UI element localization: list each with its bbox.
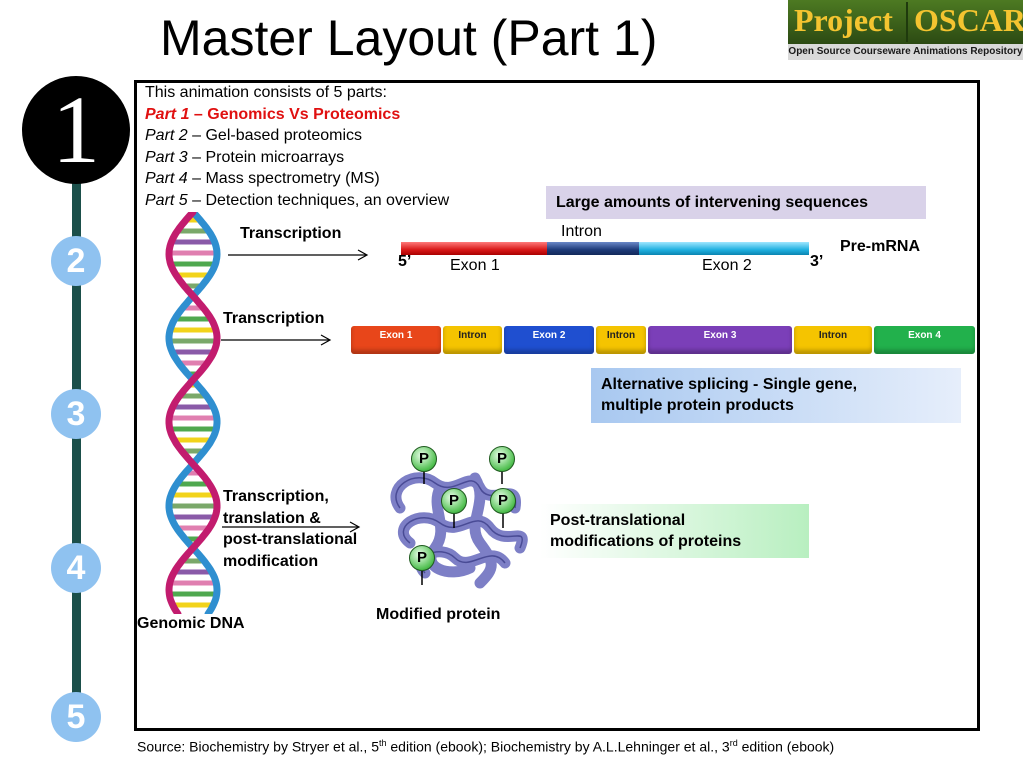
- dna-base-pair: [176, 481, 210, 487]
- parts-item-3[interactable]: Part 3 – Protein microarrays: [145, 148, 345, 166]
- intron-block-2: Intron: [443, 326, 502, 354]
- dna-base-pair: [172, 349, 214, 355]
- dna-base-pair: [185, 470, 201, 476]
- five-prime-label: 5’: [398, 253, 412, 270]
- dna-base-pair: [181, 448, 205, 454]
- dna-base-pair: [169, 426, 217, 432]
- intron-block-6: Intron: [794, 326, 872, 354]
- dna-helix-graphic: [165, 212, 221, 614]
- phospho-group-4: P: [490, 488, 516, 514]
- logo-subtitle: Open Source Courseware Animations Reposi…: [788, 44, 1023, 60]
- parts-intro: This animation consists of 5 parts:: [145, 84, 387, 101]
- project-oscar-logo[interactable]: Project OSCAR Open Source Courseware Ani…: [788, 0, 1023, 60]
- exon-block-1: Exon 1: [351, 326, 441, 354]
- parts-list: This animation consists of 5 parts: Part…: [145, 82, 449, 211]
- dna-base-pair: [169, 415, 217, 421]
- dna-base-pair: [172, 602, 214, 608]
- step-2-button[interactable]: 2: [51, 236, 101, 286]
- step-4-button[interactable]: 4: [51, 543, 101, 593]
- phospho-group-3: P: [441, 488, 467, 514]
- arrow-1: [228, 249, 369, 261]
- dna-base-pair: [178, 360, 208, 366]
- dna-base-pair: [174, 316, 212, 322]
- dna-base-pair: [169, 591, 217, 597]
- exon-2-label: Exon 2: [702, 257, 752, 274]
- content-panel: [134, 80, 980, 731]
- dna-base-pair: [176, 525, 210, 531]
- parts-item-2[interactable]: Part 2 – Gel-based proteomics: [145, 127, 362, 144]
- exon-block-7: Exon 4: [874, 326, 975, 354]
- dna-base-pair: [169, 503, 217, 509]
- dna-base-pair: [185, 217, 200, 223]
- logo-word-project: Project: [794, 2, 893, 38]
- dna-base-pair: [181, 558, 205, 564]
- phospho-group-5: P: [409, 545, 435, 571]
- dna-base-pair: [174, 437, 212, 443]
- intron-label: Intron: [561, 223, 602, 240]
- source-citation: Source: Biochemistry by Stryer et al., 5…: [137, 738, 835, 755]
- intron-block-4: Intron: [596, 326, 646, 354]
- dna-base-pair: [176, 272, 210, 278]
- pre-mrna-label: Pre-mRNA: [840, 238, 921, 255]
- step-1-button[interactable]: 1: [22, 76, 130, 184]
- intervening-sequences-callout: Large amounts of intervening sequences: [546, 186, 926, 219]
- pre-mrna-bar: [401, 242, 809, 255]
- alternative-splicing-callout: Alternative splicing - Single gene, mult…: [591, 368, 961, 423]
- arrow-2: [221, 334, 332, 346]
- exon-block-3: Exon 2: [504, 326, 594, 354]
- dna-base-pair: [184, 283, 202, 289]
- transcription-label-1: Transcription: [240, 225, 342, 242]
- dna-base-pair: [171, 239, 215, 245]
- page-title: Master Layout (Part 1): [160, 10, 658, 66]
- dna-base-pair: [187, 371, 199, 377]
- ptm-line-2: modifications of proteins: [550, 533, 742, 550]
- exon-block-5: Exon 3: [648, 326, 792, 354]
- genomic-dna-label: Genomic DNA: [137, 615, 245, 632]
- dna-base-pair: [174, 569, 212, 575]
- dna-base-pair: [177, 228, 209, 234]
- exon-1-label: Exon 1: [450, 257, 500, 274]
- intron-segment: [547, 242, 639, 255]
- protein-ribbon-graphic: [390, 470, 528, 589]
- dna-base-pair: [169, 580, 217, 586]
- dna-base-pair: [169, 250, 217, 256]
- modified-protein-label: Modified protein: [376, 606, 501, 623]
- ptm-callout: Post-translational modifications of prot…: [540, 504, 809, 558]
- timeline-bar: [72, 170, 81, 730]
- arrow-3: [222, 521, 361, 533]
- dna-base-pair: [169, 338, 217, 344]
- step-5-button[interactable]: 5: [51, 692, 101, 742]
- parts-item-5[interactable]: Part 5 – Detection techniques, an overvi…: [145, 191, 450, 209]
- dna-base-pair: [171, 492, 215, 498]
- exon-1-segment: [401, 242, 547, 255]
- dna-base-pair: [179, 393, 207, 399]
- parts-item-4[interactable]: Part 4 – Mass spectrometry (MS): [145, 170, 380, 187]
- transcription-translation-label: Transcription, translation & post-transl…: [223, 488, 358, 570]
- three-prime-label: 3’: [810, 253, 824, 270]
- dna-base-pair: [171, 514, 215, 520]
- transcription-label-2: Transcription: [223, 310, 325, 327]
- parts-item-1[interactable]: Part 1 – Genomics Vs Proteomics: [145, 105, 401, 123]
- step-3-button[interactable]: 3: [51, 389, 101, 439]
- dna-base-pair: [170, 261, 216, 267]
- exon-2-segment: [639, 242, 809, 255]
- phospho-group-2: P: [489, 446, 515, 472]
- alt-splicing-line-1: Alternative splicing - Single gene,: [601, 376, 858, 393]
- dna-base-pair: [182, 305, 204, 311]
- dna-base-pair: [185, 536, 201, 542]
- phospho-group-1: P: [411, 446, 437, 472]
- dna-base-pair: [172, 404, 214, 410]
- alt-splicing-line-2: multiple protein products: [601, 397, 794, 414]
- logo-word-oscar: OSCAR: [914, 2, 1023, 38]
- dna-base-pair: [170, 327, 216, 333]
- ptm-line-1: Post-translational: [550, 512, 686, 529]
